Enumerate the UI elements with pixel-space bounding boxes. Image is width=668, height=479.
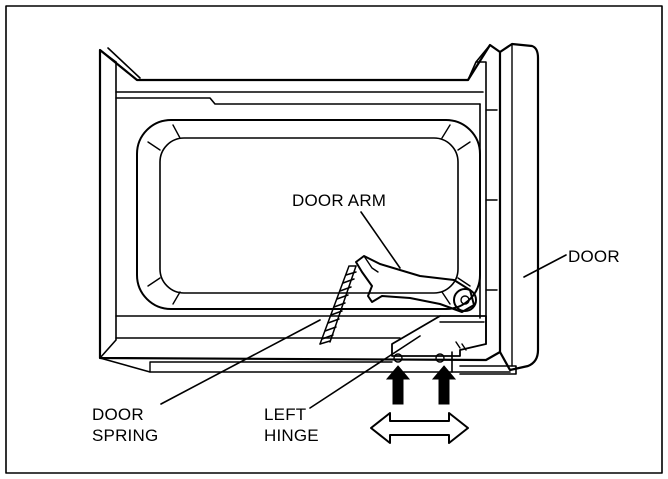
window-corner-ticks (147, 124, 471, 305)
door-arm-detail (363, 255, 379, 273)
leader-left-hinge (309, 335, 421, 409)
label-door-arm-text: DOOR ARM (292, 191, 387, 210)
leader-door (523, 254, 567, 278)
door-arm (355, 255, 475, 313)
cavity-bottom-lip (149, 361, 393, 373)
label-left-hinge-line2: HINGE (264, 426, 319, 445)
window-inner (159, 137, 459, 294)
outer-frame (5, 5, 663, 474)
window-outer (136, 119, 481, 310)
leader-door-spring (160, 319, 321, 405)
cavity-right-ticks (485, 109, 498, 291)
left-hinge-detail (439, 321, 485, 351)
cavity-top-lines (115, 91, 484, 105)
door-spring-sides (319, 265, 357, 345)
cavity-floor (99, 315, 511, 373)
hinge-hole-left (393, 353, 403, 363)
hinge-hole-right (435, 353, 445, 363)
label-door-spring: DOOR SPRING (92, 404, 158, 446)
label-door-spring-line1: DOOR (92, 405, 144, 424)
label-door: DOOR (568, 246, 620, 267)
label-left-hinge: LEFT HINGE (264, 404, 319, 446)
double-arrow-icon (370, 412, 469, 444)
label-door-spring-line2: SPRING (92, 426, 159, 445)
cavity-left-wall (99, 49, 117, 359)
leader-door-arm (360, 211, 401, 269)
cavity-top-left-rib (99, 47, 141, 79)
label-door-arm: DOOR ARM (292, 190, 386, 211)
door-panel (498, 42, 540, 372)
door-spring (319, 265, 357, 345)
label-door-text: DOOR (568, 247, 620, 266)
hinge-pivot-inner (460, 295, 470, 305)
up-arrow-left-icon (385, 365, 411, 405)
left-hinge-plate (391, 315, 487, 357)
label-left-hinge-line1: LEFT (264, 405, 307, 424)
up-arrow-right-icon (431, 365, 457, 405)
